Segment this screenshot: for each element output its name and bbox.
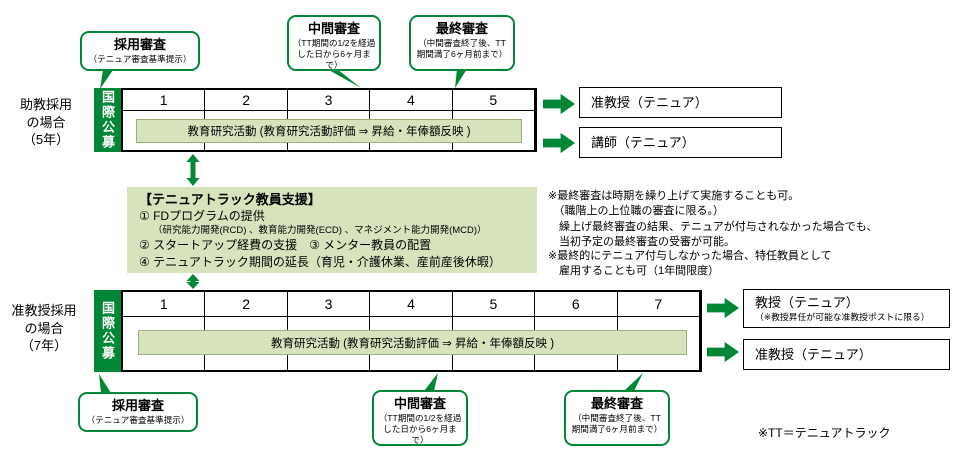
bottom-activity-bar: 教育研究活動 (教育研究活動評価 ⇒ 昇給・年俸額反映 )	[138, 330, 687, 355]
support-item-2: ② スタートアップ経費の支援 ③ メンター教員の配置	[139, 237, 432, 252]
support-panel-title: 【テニュアトラック教員支援】	[139, 192, 321, 207]
top-timeline-table: 1 2 3 4 5 教育研究活動 (教育研究活動評価 ⇒ 昇給・年俸額反映 )	[121, 88, 537, 152]
note-no-tenure-option: ※最終的にテニュア付与しなかった場合、特任教員として 雇用することも可（1年間限…	[548, 250, 832, 278]
tenure-track-support-panel: 【テニュアトラック教員支援】 ① FDプログラムの提供 （研究能力開発(RCD)…	[127, 187, 537, 273]
top-outcome-arrow-2-icon	[543, 132, 575, 154]
bottom-callout-interim-title: 中間審査	[393, 396, 446, 411]
bottom-outcome-box-associate-professor: 准教授（テニュア）	[743, 339, 950, 370]
bottom-recruitment-callout-tail-icon	[99, 374, 111, 393]
bottom-international-recruitment-box: 国際公募	[94, 290, 121, 372]
top-callout-final-title: 最終審査	[435, 21, 488, 36]
top-recruitment-callout-tail-icon	[100, 70, 113, 89]
support-item-1-sub: （研究能力開発(RCD) 、教育能力開発(ECD) 、マネジメント能力開発(MC…	[153, 225, 487, 237]
top-callout-recruitment-sub: （テニュア審査基準提示）	[88, 53, 192, 64]
top-outcome-2-label: 講師（テニュア）	[591, 134, 695, 150]
bottom-callout-recruitment-sub: （テニュア審査基準提示）	[86, 414, 190, 425]
top-callout-final-review: 最終審査 （中間審査終了後、TT期間満了6ヶ月前まで）	[409, 15, 515, 71]
bottom-outcome-arrow-2-icon	[707, 341, 739, 363]
top-activity-bar: 教育研究活動 (教育研究活動評価 ⇒ 昇給・年俸額反映 )	[136, 119, 522, 143]
top-final-callout-tail-icon	[455, 69, 467, 88]
bottom-callout-final-title: 最終審査	[590, 396, 643, 411]
bottom-outcome-2-label: 准教授（テニュア）	[755, 346, 872, 362]
support-item-1: ① FDプログラムの提供	[139, 209, 265, 224]
top-support-double-arrow-icon	[186, 154, 200, 186]
top-international-recruitment-box: 国際公募	[94, 88, 121, 152]
bottom-year-cell-7: 7	[618, 292, 700, 370]
top-callout-final-sub: （中間審査終了後、TT期間満了6ヶ月前まで）	[416, 37, 508, 59]
top-year-cell-5: 5	[453, 90, 536, 150]
top-callout-interim-title: 中間審査	[307, 21, 360, 36]
bottom-callout-final-sub: （中間審査終了後、TT期間満了6ヶ月前まで）	[571, 412, 663, 434]
top-track-row-label: 助教採用 の場合 （5年）	[19, 97, 72, 148]
bottom-callout-final-review: 最終審査 （中間審査終了後、TT期間満了6ヶ月前まで）	[564, 390, 670, 446]
top-callout-recruitment-review: 採用審査 （テニュア審査基準提示）	[80, 31, 200, 71]
top-callout-interim-sub: （TT期間の1/2を経過した日から6ヶ月まで）	[292, 37, 376, 70]
top-outcome-box-associate-professor: 准教授（テニュア）	[579, 87, 782, 118]
top-outcome-1-label: 准教授（テニュア）	[591, 94, 708, 110]
note-final-review-early: ※最終審査は時期を繰り上げて実施することも可。 （職階上の上位職の審査に限る。）…	[548, 190, 878, 249]
top-timeline-header-divider	[123, 110, 535, 111]
bottom-callout-interim-sub: （TT期間の1/2を経過した日から6ヶ月まで）	[378, 412, 462, 445]
bottom-timeline-table: 1 2 3 4 5 6 7 教育研究活動 (教育研究活動評価 ⇒ 昇給・年俸額反…	[121, 290, 702, 372]
bottom-timeline-header-divider	[123, 316, 700, 317]
top-callout-interim-review: 中間審査 （TT期間の1/2を経過した日から6ヶ月まで）	[287, 15, 381, 71]
bottom-callout-interim-review: 中間審査 （TT期間の1/2を経過した日から6ヶ月まで）	[372, 390, 468, 446]
bottom-support-double-arrow-icon	[186, 274, 200, 289]
bottom-outcome-1-label: 教授（テニュア）	[755, 294, 859, 310]
top-outcome-box-lecturer: 講師（テニュア）	[579, 127, 782, 158]
top-interim-callout-tail-icon	[327, 69, 361, 88]
bottom-callout-recruitment-review: 採用審査 （テニュア審査基準提示）	[78, 392, 198, 432]
bottom-callout-recruitment-title: 採用審査	[111, 398, 164, 413]
bottom-track-row-label: 准教授採用 の場合 （7年）	[11, 303, 77, 354]
top-callout-recruitment-title: 採用審査	[113, 37, 166, 52]
bottom-final-callout-tail-icon	[624, 373, 643, 391]
bottom-outcome-arrow-1-icon	[707, 297, 739, 319]
bottom-outcome-box-professor: 教授（テニュア） （※教授昇任が可能な准教授ポストに限る）	[743, 289, 950, 328]
tt-abbreviation-note: ※TT＝テニュアトラック	[758, 426, 891, 440]
bottom-interim-callout-tail-icon	[424, 373, 438, 391]
support-item-3: ④ テニュアトラック期間の延長（育児・介護休業、産前産後休暇）	[139, 254, 501, 269]
bottom-outcome-1-sub: （※教授昇任が可能な准教授ポストに限る）	[755, 311, 930, 322]
top-outcome-arrow-1-icon	[543, 93, 575, 115]
